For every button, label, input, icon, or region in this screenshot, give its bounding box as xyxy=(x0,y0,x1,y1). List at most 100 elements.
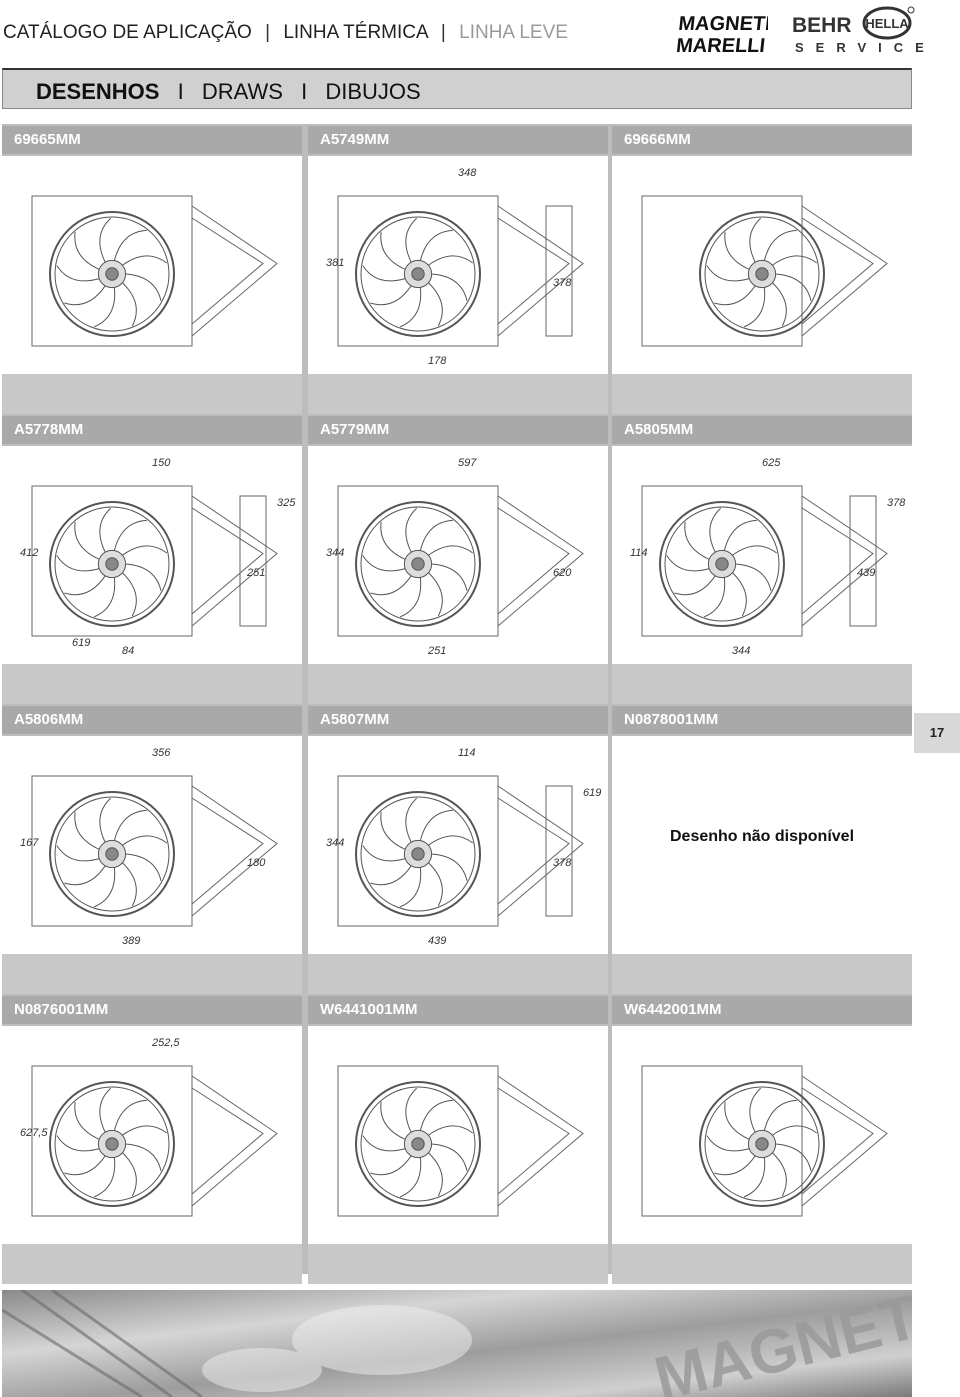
part-code-label: W6442001MM xyxy=(612,996,912,1024)
fan-assembly-drawing: 625 114 344 439 378 xyxy=(630,457,906,657)
dimension-label: 620 xyxy=(553,567,572,579)
dimension-label: 356 xyxy=(152,747,171,759)
part-code-label: 69666MM xyxy=(612,126,912,154)
cell-footer xyxy=(2,954,302,994)
dimension-label: 167 xyxy=(20,837,39,849)
technical-drawing: Desenho não disponível xyxy=(612,736,912,954)
separator: | xyxy=(265,22,271,43)
fan-drawing xyxy=(659,501,785,627)
fan-drawing xyxy=(355,211,481,337)
part-code-label: A5749MM xyxy=(308,126,608,154)
part-code-label: A5805MM xyxy=(612,416,912,444)
fan-drawing xyxy=(49,501,175,627)
catalog-title: CATÁLOGO DE APLICAÇÃO xyxy=(3,22,252,43)
side-view xyxy=(545,205,573,337)
dimension-label: 252,5 xyxy=(151,1037,180,1049)
section-separator: I xyxy=(177,79,184,104)
dimension-label: 439 xyxy=(428,935,446,947)
fan-assembly-drawing: 150 412 84 251 325 619 xyxy=(20,457,296,657)
part-code-label: A5807MM xyxy=(308,706,608,734)
dimension-label: 625 xyxy=(762,457,781,469)
fan-assembly-drawing xyxy=(337,1065,584,1217)
magneti-marelli-logo: MAGNETI MARELLI xyxy=(676,13,768,54)
part-code-label: W6441001MM xyxy=(308,996,608,1024)
fan-assembly-drawing xyxy=(31,195,278,347)
technical-drawing: 625 114 344 439 378 xyxy=(612,446,912,664)
dimension-label: 619 xyxy=(72,637,90,649)
technical-drawing xyxy=(308,1026,608,1244)
dimension-label: 412 xyxy=(20,547,38,559)
fan-drawing xyxy=(49,791,175,917)
line-light: LINHA LEVE xyxy=(459,22,568,43)
technical-drawing xyxy=(2,156,302,374)
cell-footer xyxy=(308,954,608,994)
shroud-frame xyxy=(337,195,584,347)
behr-text: BEHR xyxy=(792,14,852,36)
section-desenhos: DESENHOS xyxy=(36,79,160,104)
dimension-label: 84 xyxy=(122,645,134,657)
dimension-label: 114 xyxy=(630,547,648,559)
shroud-frame xyxy=(641,1065,888,1217)
shroud-frame xyxy=(337,1065,584,1217)
cell-footer xyxy=(612,954,912,994)
shroud-frame xyxy=(31,485,278,637)
catalog-header: CATÁLOGO DE APLICAÇÃO | LINHA TÉRMICA | … xyxy=(3,22,568,44)
fan-drawing xyxy=(49,211,175,337)
side-view xyxy=(545,785,573,917)
shroud-frame xyxy=(337,485,584,637)
dimension-label: 344 xyxy=(326,547,344,559)
fan-drawing xyxy=(699,1081,825,1207)
cell-footer xyxy=(2,374,302,414)
fan-assembly-drawing xyxy=(641,195,888,347)
shroud-frame xyxy=(31,775,278,927)
section-separator: I xyxy=(301,79,308,104)
cell-footer xyxy=(308,374,608,414)
drawing-unavailable-text: Desenho não disponível xyxy=(669,828,855,845)
shroud-frame xyxy=(641,195,888,347)
dimension-label: 378 xyxy=(553,857,572,869)
technical-drawing xyxy=(612,156,912,374)
part-code-label: A5778MM xyxy=(2,416,302,444)
fan-drawing xyxy=(49,1081,175,1207)
dimension-label: 378 xyxy=(553,277,572,289)
line-thermal: LINHA TÉRMICA xyxy=(283,22,428,43)
dimension-label: 150 xyxy=(152,457,171,469)
cell-footer xyxy=(2,1244,302,1284)
dimension-label: 439 xyxy=(857,567,875,579)
fan-drawing xyxy=(355,791,481,917)
page-number: 17 xyxy=(914,713,960,753)
technical-drawing: 150 412 84 251 325 619 xyxy=(2,446,302,664)
part-code-label: A5806MM xyxy=(2,706,302,734)
section-draws: DRAWS xyxy=(201,79,283,104)
fan-assembly-drawing xyxy=(641,1065,888,1217)
dimension-label: 389 xyxy=(122,935,140,947)
side-view xyxy=(849,495,877,627)
dimension-label: 325 xyxy=(277,497,296,509)
dimension-label: 344 xyxy=(732,645,750,657)
part-code-label: 69665MM xyxy=(2,126,302,154)
dimension-label: 381 xyxy=(326,257,344,269)
shroud-frame xyxy=(641,485,888,637)
magneti-text: MAGNETI xyxy=(677,13,768,35)
dimension-label: 251 xyxy=(246,567,265,579)
shroud-frame xyxy=(31,195,278,347)
dimension-label: 597 xyxy=(458,457,477,469)
dimension-label: 344 xyxy=(326,837,344,849)
hella-logo: HELLA xyxy=(862,6,915,40)
technical-drawing xyxy=(612,1026,912,1244)
section-title: DESENHOS I DRAWS I DIBUJOS xyxy=(36,79,421,105)
part-code-label: A5779MM xyxy=(308,416,608,444)
fan-drawing xyxy=(355,501,481,627)
section-bar: DESENHOS I DRAWS I DIBUJOS xyxy=(2,68,912,109)
dimension-label: 378 xyxy=(887,497,906,509)
fan-drawing xyxy=(699,211,825,337)
cell-footer xyxy=(612,664,912,704)
